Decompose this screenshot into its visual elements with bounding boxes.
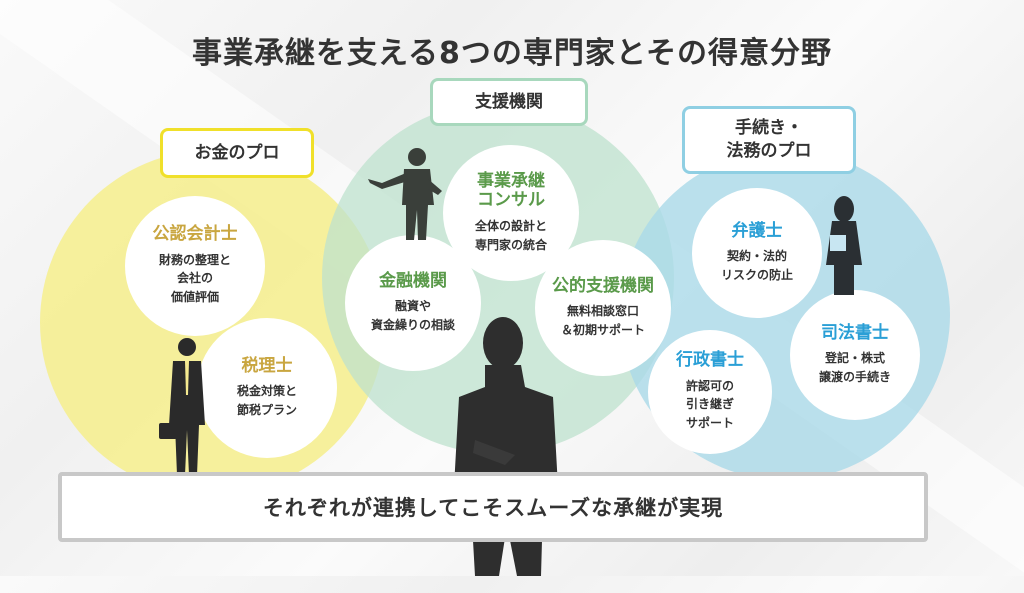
expert-desc: 融資や資金繰りの相談 (371, 297, 455, 334)
desc-line: 会社の (176, 271, 213, 286)
expert-desc: 税金対策と節税プラン (237, 382, 297, 419)
expert-name: 税理士 (241, 355, 293, 376)
desc-line: 譲渡の手続き (818, 369, 891, 384)
category-label-support: 支援機関 (430, 78, 588, 126)
businessman-pointing-icon (368, 148, 442, 240)
expert-name: 公的支援機関 (552, 275, 654, 296)
expert-desc: 無料相談窓口 ＆初期サポート (561, 302, 645, 339)
name-line: コンサル (477, 190, 545, 211)
expert-desc: 全体の設計と専門家の統合 (475, 217, 547, 254)
desc-line: 契約・法的 (726, 249, 787, 264)
desc-line: ＆初期サポート (560, 322, 645, 337)
expert-tax-accountant: 税理士 税金対策と節税プラン (197, 318, 337, 458)
page-title: 事業承継を支える8つの専門家とその得意分野 (191, 36, 833, 71)
expert-name: 司法書士 (821, 322, 889, 343)
desc-line: リスクの防止 (720, 267, 793, 282)
category-label-money: お金のプロ (160, 128, 314, 178)
desc-line: 引き継ぎ (685, 397, 734, 412)
desc-line: 専門家の統合 (474, 237, 547, 252)
expert-name: 公認会計士 (152, 224, 238, 245)
category-label-text: 支援機関 (475, 91, 543, 112)
expert-lawyer: 弁護士 契約・法的リスクの防止 (692, 188, 822, 318)
desc-line: 節税プラン (236, 402, 297, 417)
category-label-text: 法務のプロ (726, 141, 812, 161)
expert-name: 事業承継コンサル (477, 170, 545, 211)
desc-line: 融資や (394, 299, 431, 314)
desc-line: 無料相談窓口 (566, 304, 639, 319)
desc-line: サポート (685, 416, 734, 431)
name-line: 事業承継 (477, 170, 545, 191)
expert-desc: 許認可の引き継ぎサポート (686, 377, 734, 433)
expert-public-support: 公的支援機関 無料相談窓口 ＆初期サポート (535, 240, 671, 376)
desc-line: 財務の整理と (158, 252, 231, 267)
expert-judicial-scrivener: 司法書士 登記・株式譲渡の手続き (790, 290, 920, 420)
category-label-legal: 手続き・法務のプロ (682, 106, 856, 174)
category-label-text: 手続き・ (735, 118, 803, 139)
desc-line: 資金繰りの相談 (370, 317, 455, 332)
desc-line: 登記・株式 (824, 351, 885, 366)
expert-desc: 登記・株式譲渡の手続き (819, 349, 891, 386)
expert-cpa: 公認会計士 財務の整理と会社の価値評価 (125, 196, 265, 336)
desc-line: 価値評価 (170, 290, 219, 305)
expert-administrative-scrivener: 行政書士 許認可の引き継ぎサポート (648, 330, 772, 454)
businesswoman-tablet-icon (826, 196, 862, 295)
businessman-briefcase-icon (159, 338, 205, 475)
expert-name: 金融機関 (379, 270, 447, 291)
summary-banner: それぞれが連携してこそスムーズな承継が実現 (58, 472, 928, 542)
category-label-text: お金のプロ (194, 142, 280, 163)
summary-banner-text: それぞれが連携してこそスムーズな承継が実現 (262, 496, 724, 520)
expert-financial-institution: 金融機関 融資や資金繰りの相談 (345, 235, 481, 371)
expert-desc: 契約・法的リスクの防止 (721, 247, 793, 284)
desc-line: 許認可の (685, 378, 734, 393)
expert-desc: 財務の整理と会社の価値評価 (159, 251, 231, 307)
desc-line: 全体の設計と (474, 218, 547, 233)
expert-name: 弁護士 (731, 220, 783, 241)
expert-name: 行政書士 (676, 350, 744, 371)
desc-line: 税金対策と (236, 384, 297, 399)
